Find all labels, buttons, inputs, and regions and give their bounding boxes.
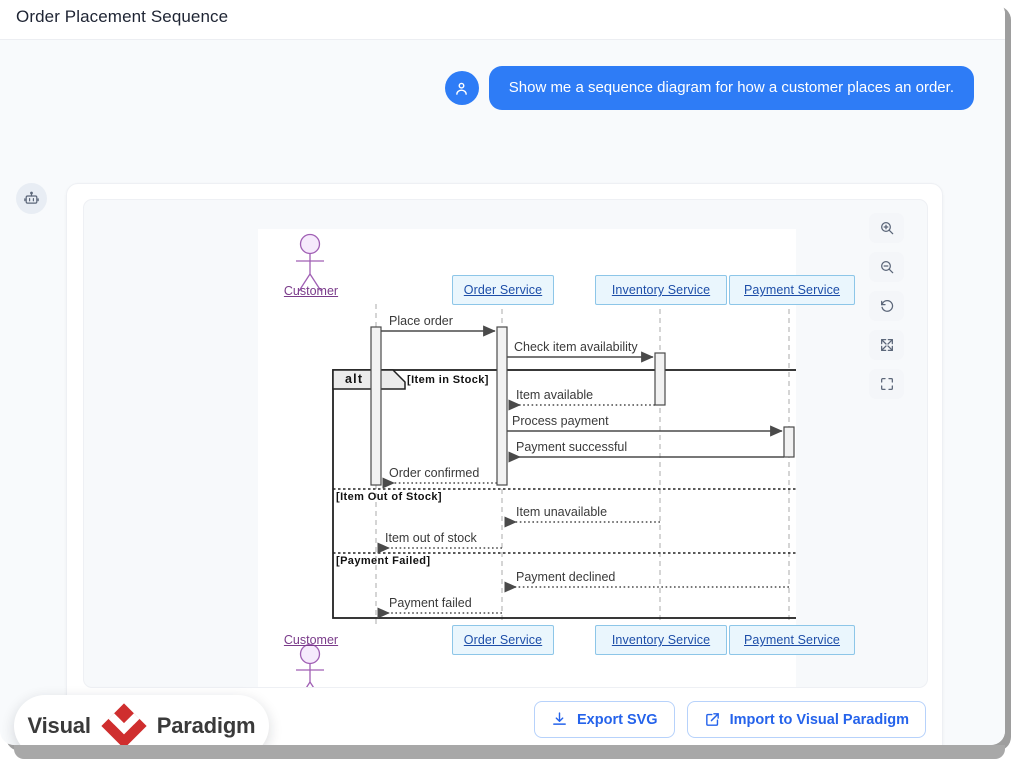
user-icon xyxy=(456,82,468,95)
user-message-row: Show me a sequence diagram for how a cus… xyxy=(444,66,974,110)
window-bottom-bar xyxy=(14,745,1005,759)
participant-box-order-service-top[interactable]: Order Service xyxy=(452,275,554,305)
participant-label-inventory-service-top: Inventory Service xyxy=(611,283,711,297)
message-label-order-confirmed: Order confirmed xyxy=(389,466,480,480)
message-label-item-out-of-stock: Item out of stock xyxy=(385,531,477,545)
diagram-footer: Export SVG Import to Visual Paradigm xyxy=(534,701,926,738)
download-icon xyxy=(553,712,566,725)
activation-bars xyxy=(370,326,795,486)
message-label-payment-declined: Payment declined xyxy=(516,570,616,584)
fragment-guard-item-out-of-stock: [Item Out of Stock] xyxy=(336,491,442,503)
participant-box-inventory-service-bottom[interactable]: Inventory Service xyxy=(595,625,727,655)
import-to-visual-paradigm-label: Import to Visual Paradigm xyxy=(729,711,909,728)
message-label-place-order: Place order xyxy=(389,314,453,328)
brand-word-right: Paradigm xyxy=(156,713,256,738)
user-avatar xyxy=(444,71,479,105)
app-header: Order Placement Sequence xyxy=(0,0,1005,40)
message-label-process-payment: Process payment xyxy=(512,414,609,428)
messages xyxy=(377,325,789,619)
fragment-guard-item-in-stock: [Item in Stock] xyxy=(407,374,489,386)
participant-label-order-service-bottom: Order Service xyxy=(463,633,543,647)
fragment-guard-payment-failed: [Payment Failed] xyxy=(336,555,431,567)
participant-box-inventory-service-top[interactable]: Inventory Service xyxy=(595,275,727,305)
page-title: Order Placement Sequence xyxy=(16,7,229,26)
visual-paradigm-diamond-icon xyxy=(101,703,147,745)
participant-label-inventory-service-bottom: Inventory Service xyxy=(611,633,711,647)
fit-to-screen-button[interactable] xyxy=(869,330,904,360)
participant-box-payment-service-top[interactable]: Payment Service xyxy=(729,275,855,305)
reset-view-button[interactable] xyxy=(869,291,904,321)
actor-figure-bottom xyxy=(296,643,324,687)
rotate-ccw-icon xyxy=(880,300,893,312)
visual-paradigm-logo: Visual Paradigm xyxy=(14,695,269,745)
external-link-icon xyxy=(705,713,719,726)
import-to-visual-paradigm-button[interactable]: Import to Visual Paradigm xyxy=(686,701,926,738)
diagram-viewport[interactable]: Customer Order Service Inventory Service… xyxy=(83,199,928,688)
robot-icon xyxy=(24,191,39,204)
export-svg-button[interactable]: Export SVG xyxy=(534,701,675,738)
expand-arrows-icon xyxy=(880,339,893,351)
diagram-toolbar xyxy=(869,213,904,399)
participant-box-payment-service-bottom[interactable]: Payment Service xyxy=(729,625,855,655)
participant-label-payment-service-bottom: Payment Service xyxy=(744,633,840,647)
actor-figure-top xyxy=(296,233,324,292)
diagram-card: Customer Order Service Inventory Service… xyxy=(66,183,943,745)
message-label-item-unavailable: Item unavailable xyxy=(516,505,608,519)
fullscreen-corners-icon xyxy=(880,378,893,390)
message-label-payment-failed: Payment failed xyxy=(389,596,472,610)
participant-box-order-service-bottom[interactable]: Order Service xyxy=(452,625,554,655)
fullscreen-button[interactable] xyxy=(869,369,904,399)
participant-label-customer-top[interactable]: Customer xyxy=(283,284,339,298)
bot-avatar xyxy=(16,183,47,214)
fragment-operator-alt: alt xyxy=(345,372,364,386)
brand-word-left: Visual xyxy=(27,713,91,738)
export-svg-label: Export SVG xyxy=(577,711,658,728)
zoom-in-button[interactable] xyxy=(869,213,904,243)
zoom-out-button[interactable] xyxy=(869,252,904,282)
magnifier-plus-icon xyxy=(880,222,893,235)
participant-label-order-service-top: Order Service xyxy=(463,283,543,297)
message-label-check-item-availability: Check item availability xyxy=(514,340,638,354)
app-window: Order Placement Sequence Show me a seque… xyxy=(0,0,1005,745)
participant-label-payment-service-top: Payment Service xyxy=(744,283,840,297)
magnifier-minus-icon xyxy=(880,261,893,274)
participant-label-customer-bottom[interactable]: Customer xyxy=(283,633,339,647)
message-label-item-available: Item available xyxy=(516,388,594,402)
sequence-diagram-svg xyxy=(296,233,796,687)
message-label-payment-successful: Payment successful xyxy=(516,440,628,454)
sequence-diagram-canvas: Customer Order Service Inventory Service… xyxy=(258,229,855,687)
chat-area: Show me a sequence diagram for how a cus… xyxy=(0,40,1005,745)
alt-fragment-frame xyxy=(332,369,796,619)
user-message-bubble: Show me a sequence diagram for how a cus… xyxy=(488,66,974,110)
